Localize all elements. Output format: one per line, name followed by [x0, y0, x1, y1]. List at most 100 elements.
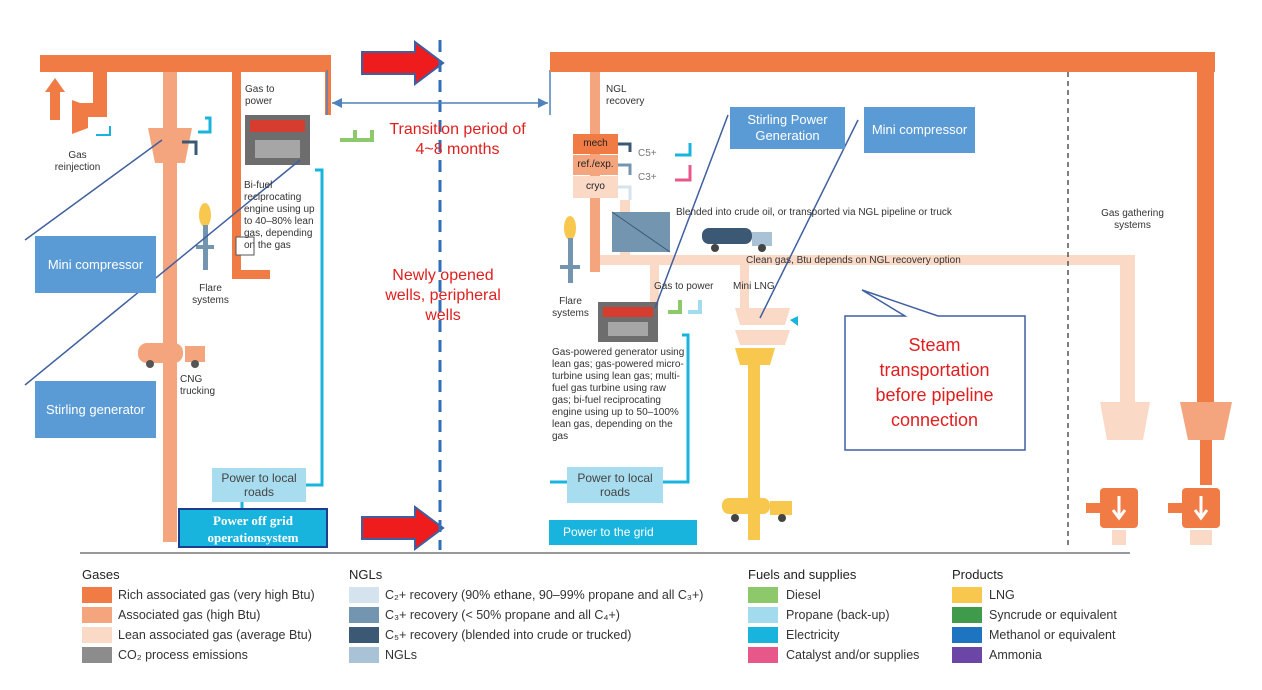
top-pipe-left [40, 55, 330, 72]
legend-syncrude: Syncrude or equivalent [989, 608, 1117, 622]
gas-reinjection-label: Gas reinjection [54, 150, 101, 173]
compressor-left [148, 128, 192, 163]
legend-ngls: NGLs [385, 648, 417, 662]
ref-exp-label: ref./exp. [577, 159, 614, 170]
mini-lng-label: Mini LNG [733, 281, 775, 292]
legend-swatch-rich-gas [82, 587, 112, 603]
flare-base-left [196, 245, 214, 249]
gas-to-power-label-left: Gas to power [245, 84, 275, 107]
pump-2-arrow [1193, 496, 1209, 521]
c3-label: C3+ [638, 172, 657, 183]
ngl-truck-wheel-2 [758, 244, 766, 252]
gas-to-power-label-right: Gas to power [654, 281, 714, 292]
gas-to-power-pipe-left-h [232, 270, 270, 279]
c2-arrow [618, 185, 632, 200]
flare-flame-right [564, 216, 576, 240]
diesel-arrow-1 [340, 130, 357, 142]
mini-compressor-callout-left: Mini compressor [35, 236, 156, 293]
reinjection-compressor [72, 100, 88, 134]
lng-truck-cab [770, 501, 792, 515]
legend-swatch-electricity [748, 627, 778, 643]
legend-swatch-propane [748, 607, 778, 623]
reinjection-arrow-small [96, 126, 111, 136]
legend-methanol: Methanol or equivalent [989, 628, 1116, 642]
flare-stack-right [568, 238, 573, 283]
legend-catalyst: Catalyst and/or supplies [786, 648, 920, 662]
legend-fuels-title: Fuels and supplies [748, 567, 857, 582]
pump-1-arrow [1111, 496, 1127, 521]
left-pipe-end [325, 55, 331, 115]
connector-stirling-generator [24, 159, 301, 386]
legend-rich-gas: Rich associated gas (very high Btu) [118, 588, 315, 602]
red-arrow-top [361, 40, 445, 86]
steam-callout-text: Steam transportation before pipeline con… [875, 335, 994, 430]
flare-flame-left [199, 203, 211, 227]
stirling-power-callout: Stirling Power Generation [730, 107, 845, 149]
power-roads-right: Power to local roads [567, 467, 663, 503]
lean-vertical-pipe [1120, 262, 1135, 402]
legend-associated-gas: Associated gas (high Btu) [118, 608, 261, 622]
right-vertical-pipe [1197, 72, 1214, 402]
connector-mini-compressor-right [759, 119, 859, 319]
propane-arrow-left [198, 116, 212, 134]
legend-swatch-catalyst [748, 647, 778, 663]
legend-c5: C₅+ recovery (blended into crude or truc… [385, 628, 632, 642]
c5-label: C5+ [638, 148, 657, 159]
calculator-icon [235, 236, 255, 256]
pump-1-inlet [1086, 503, 1100, 513]
legend-c2: C₂+ recovery (90% ethane, 90–99% propane… [385, 588, 704, 602]
steam-callout-bubble [844, 289, 1026, 451]
cryo-box [573, 176, 618, 198]
lng-truck-wheel-1 [731, 514, 739, 522]
lng-stage-2 [735, 330, 790, 345]
right-vertical-pipe-lower [1200, 440, 1212, 485]
pump-1-base [1112, 530, 1126, 545]
legend-ngls-title: NGLs [349, 567, 383, 582]
legend-swatch-diesel [748, 587, 778, 603]
cng-truck-tank [138, 343, 183, 363]
cng-truck-wheel-1 [146, 360, 154, 368]
red-arrow-bottom [361, 505, 445, 551]
gas-to-power-pipe-left [232, 72, 241, 277]
legend-co2: CO₂ process emissions [118, 648, 248, 662]
pump-2-base [1190, 530, 1212, 545]
flare-label-right: Flare systems [552, 296, 589, 319]
mech-box [573, 134, 618, 154]
connector-mini-compressor-left [24, 139, 163, 241]
legend-swatch-c3 [349, 607, 379, 623]
catalyst-arrow [675, 165, 692, 182]
legend-swatch-lean-gas [82, 627, 112, 643]
cng-truck-cab [185, 346, 205, 362]
diesel-arrow-2 [357, 130, 374, 142]
ref-exp-box [573, 155, 618, 175]
new-wells-text: Newly opened wells, peripheral wells [385, 267, 501, 324]
engine-right-detail2 [608, 322, 648, 336]
lean-gas-pipe [595, 255, 1135, 265]
legend-diesel: Diesel [786, 588, 821, 602]
legend-propane: Propane (back-up) [786, 608, 890, 622]
mini-compressor-callout-right: Mini compressor [864, 107, 975, 153]
legend-swatch-associated-gas [82, 607, 112, 623]
cng-truck-wheel-2 [191, 360, 199, 368]
engine-left-detail2 [255, 140, 300, 158]
legend-c3: C₃+ recovery (< 50% propane and all C₄+) [385, 608, 620, 622]
bifuel-engine-label: Bi-fuel reciprocating engine using up to… [244, 180, 315, 251]
engine-left-detail [250, 120, 305, 132]
pump-2-inlet [1168, 503, 1182, 513]
reinjection-arrowhead [45, 78, 65, 92]
c5-arrow [618, 142, 632, 152]
legend-swatch-c5 [349, 627, 379, 643]
legend-swatch-lng [952, 587, 982, 603]
connector-stirling-power [654, 114, 729, 309]
c3-arrow [618, 163, 632, 175]
top-pipe-right [550, 52, 1215, 72]
vertical-pipe-left [163, 72, 177, 542]
legend-swatch-c2 [349, 587, 379, 603]
lng-truck-wheel-2 [778, 514, 786, 522]
ngl-recovery-label: NGL recovery [606, 84, 645, 107]
tank-brace [611, 211, 671, 253]
transition-arrow-right-head [538, 98, 548, 108]
legend-lean-gas: Lean associated gas (average Btu) [118, 628, 312, 642]
ngl-truck-tank [702, 228, 752, 244]
